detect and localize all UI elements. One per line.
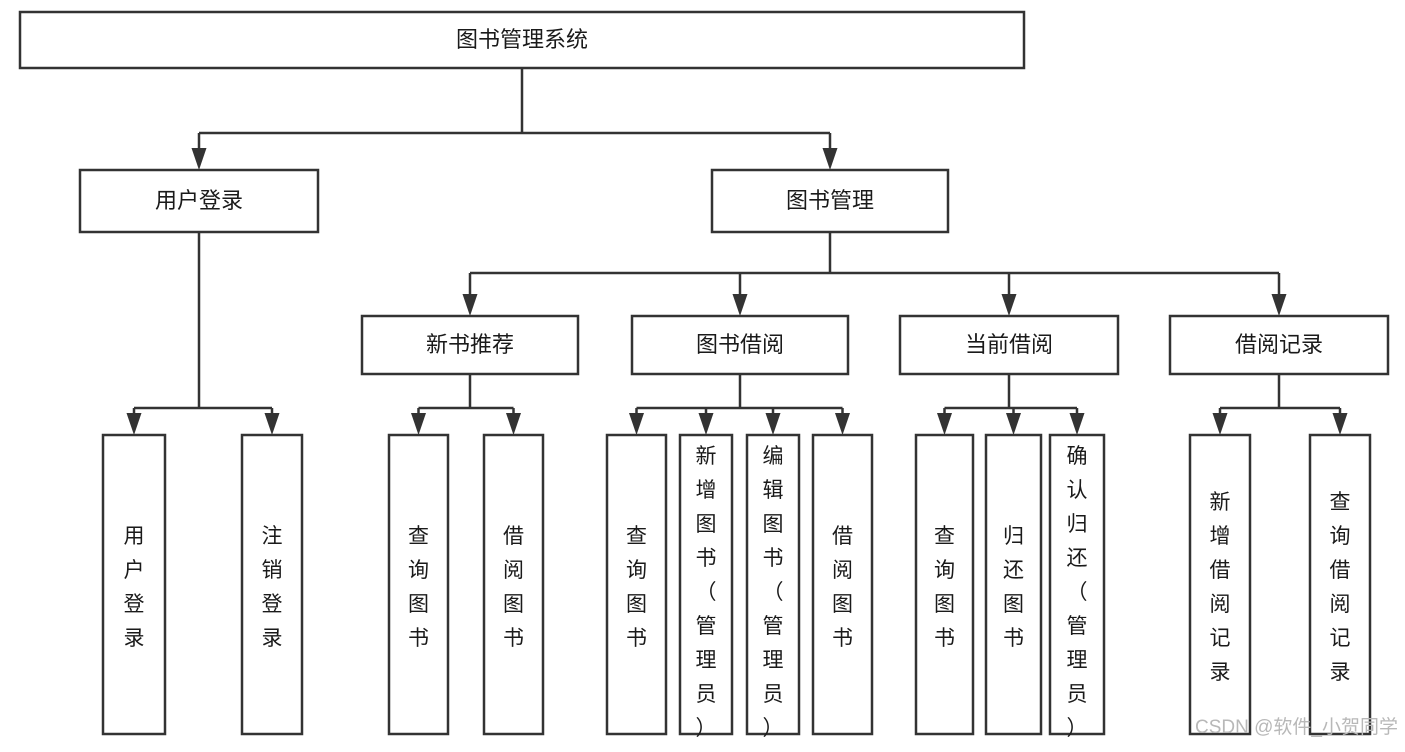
arrow-head-icon [506,413,521,435]
arrow-head-icon [1069,413,1085,435]
node-leaf-return-book[interactable]: 归还图书 [984,433,1043,736]
node-box [811,433,874,736]
node-current-borrow[interactable]: 当前借阅 [898,314,1120,376]
node-leaf-add-book[interactable]: 新增图书（管理员） [678,433,734,740]
node-box [745,433,801,736]
node-label: 用户登录 [155,188,243,213]
arrow-head-icon [1332,413,1348,435]
node-label: 新增图书（管理员） [696,445,717,740]
node-leaf-query-book-a[interactable]: 查询图书 [387,433,450,736]
node-leaf-add-record[interactable]: 新增借阅记录 [1188,433,1252,736]
node-label: 查询借阅记录 [1330,491,1351,684]
node-label: 确认归还（管理员） [1067,445,1088,740]
node-label: 编辑图书（管理员） [763,445,784,740]
node-leaf-query-book-b[interactable]: 查询图书 [605,433,668,736]
node-label: 用户登录 [124,525,145,650]
node-label: 查询图书 [408,525,429,650]
arrow-head-icon [1212,413,1228,435]
arrow-head-icon [765,413,781,435]
node-box [984,433,1043,736]
arrow-head-icon [1271,294,1287,316]
node-new-book-rec[interactable]: 新书推荐 [360,314,580,376]
node-box [387,433,450,736]
node-leaf-borrow-book-b[interactable]: 借阅图书 [811,433,874,736]
node-borrow-record[interactable]: 借阅记录 [1168,314,1390,376]
arrow-head-icon [629,413,644,435]
node-box [240,433,304,736]
node-box [1048,433,1106,736]
arrow-head-icon [462,294,478,316]
arrow-head-icon [698,413,714,435]
arrow-head-icon [1001,294,1017,316]
node-book-borrow[interactable]: 图书借阅 [630,314,850,376]
node-leaf-borrow-book-a[interactable]: 借阅图书 [482,433,545,736]
node-box [360,314,580,376]
node-layer: 图书管理系统用户登录图书管理新书推荐图书借阅当前借阅借阅记录用户登录注销登录查询… [18,10,1390,740]
node-box [630,314,850,376]
arrow-head-icon [937,413,952,435]
node-box [1168,314,1390,376]
arrow-head-icon [822,148,838,170]
arrow-head-icon [1006,413,1021,435]
node-label: 查询图书 [626,525,647,650]
node-label: 图书管理系统 [456,27,588,52]
node-box [605,433,668,736]
node-box [1308,433,1372,736]
node-leaf-user-login[interactable]: 用户登录 [101,433,167,736]
node-label: 借阅记录 [1235,332,1323,357]
arrow-head-icon [191,148,207,170]
node-box [914,433,975,736]
node-leaf-query-record[interactable]: 查询借阅记录 [1308,433,1372,736]
node-label: 图书管理 [786,188,874,213]
node-label: 归还图书 [1003,525,1024,650]
node-label: 注销登录 [262,525,283,650]
arrow-head-icon [732,294,748,316]
node-box [78,168,320,234]
arrow-head-icon [126,413,142,435]
node-box [482,433,545,736]
node-label: 新书推荐 [426,332,514,357]
node-box [1188,433,1252,736]
node-label: 查询图书 [934,525,955,650]
csdn-watermark: CSDN @软件_小贺同学 [1195,716,1398,738]
node-label: 当前借阅 [965,332,1053,357]
node-box [710,168,950,234]
node-box [18,10,1026,70]
node-root[interactable]: 图书管理系统 [18,10,1026,70]
arrow-head-icon [411,413,426,435]
node-box [678,433,734,736]
node-label: 图书借阅 [696,332,784,357]
node-label: 新增借阅记录 [1210,491,1231,684]
node-user-login[interactable]: 用户登录 [78,168,320,234]
node-book-manage[interactable]: 图书管理 [710,168,950,234]
node-box [898,314,1120,376]
node-box [101,433,167,736]
node-leaf-edit-book[interactable]: 编辑图书（管理员） [745,433,801,740]
node-label: 借阅图书 [503,525,524,650]
arrow-head-icon [835,413,850,435]
node-label: 借阅图书 [832,525,853,650]
arrow-head-icon [264,413,280,435]
node-leaf-logout[interactable]: 注销登录 [240,433,304,736]
node-leaf-confirm-return[interactable]: 确认归还（管理员） [1048,433,1106,740]
connector-layer [126,68,1348,435]
node-leaf-query-book-c[interactable]: 查询图书 [914,433,975,736]
